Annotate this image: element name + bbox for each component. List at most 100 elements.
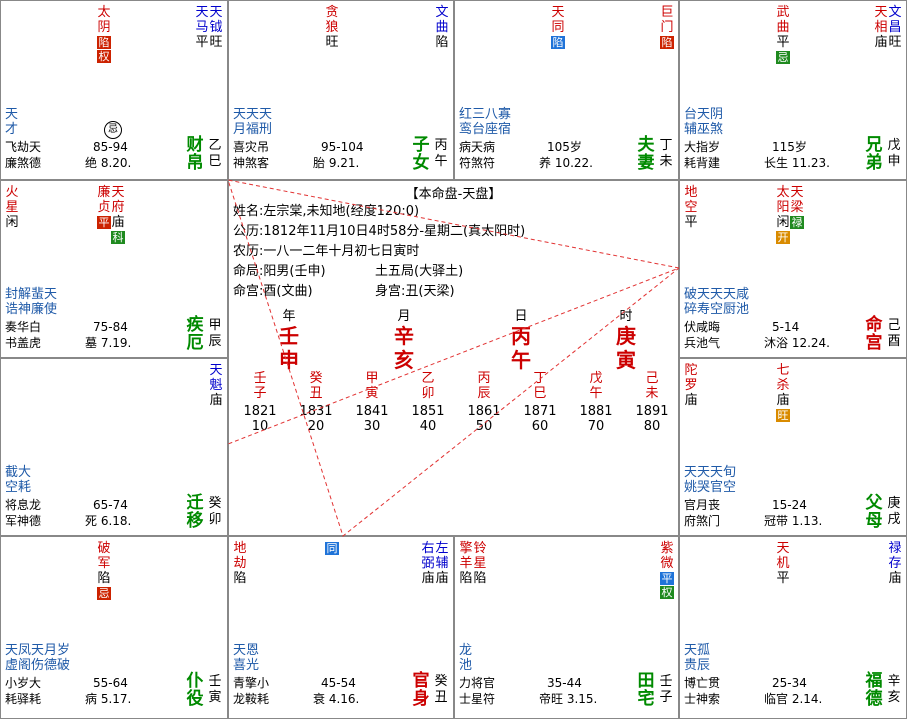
star-mark: 忌 xyxy=(776,51,790,64)
star-name: 太阴 xyxy=(97,5,111,35)
star-brightness: 平 xyxy=(776,35,790,50)
decade-z: 未 xyxy=(645,386,659,401)
star-brightness: 平 xyxy=(684,215,698,230)
star-brightness: 陷 xyxy=(233,571,247,586)
decade-range: 95-104 xyxy=(321,140,364,154)
star-brightness: 庙 xyxy=(111,215,125,230)
star-brightness: 陷 xyxy=(97,571,111,586)
life-stage: 帝旺 3.15. xyxy=(539,692,598,706)
star-mark: 陷 xyxy=(551,36,565,49)
minor-stars: 红三八寡鸾台座宿 xyxy=(459,107,609,137)
palace-stem-branch: 乙巳 xyxy=(208,138,222,169)
star-mark: 平 xyxy=(97,216,111,229)
star-name: 擎羊 xyxy=(459,541,473,571)
info-lunar: 农历:一八一二年十月初七日寅时 xyxy=(233,244,420,259)
star-name: 文昌 xyxy=(888,5,902,35)
star-brightness: 庙 xyxy=(435,571,449,586)
minor-stars: 天恩喜光 xyxy=(233,643,383,673)
life-stage: 绝 8.20. xyxy=(85,156,132,170)
palace-name: 子女 xyxy=(412,135,430,173)
palace-name: 田宅 xyxy=(637,671,655,709)
star-name: 陀罗 xyxy=(684,363,698,393)
pillar-stem: 辛 xyxy=(394,324,414,348)
star-brightness: 平 xyxy=(776,571,790,586)
god-stars: 官月丧 xyxy=(684,498,721,512)
palace-stem-branch: 丁未 xyxy=(659,138,673,169)
pillar-branch: 午 xyxy=(511,348,531,372)
decade-age: 70 xyxy=(587,419,605,434)
palace-stem-branch: 庚戌 xyxy=(887,496,901,527)
star-name: 天相 xyxy=(874,5,888,35)
minor-star-line: 天凤天月岁 xyxy=(5,643,71,658)
god-stars: 博亡贯 xyxy=(684,676,721,690)
star-name: 七杀 xyxy=(776,363,790,393)
star: 同 xyxy=(325,541,339,555)
minor-stars: 破天天天咸碎寿空厨池 xyxy=(684,287,834,317)
life-stage: 沐浴 12.24. xyxy=(764,336,830,350)
star-name: 武曲 xyxy=(776,5,790,35)
star-name: 天府 xyxy=(111,185,125,215)
palace-name: 财帛 xyxy=(186,135,204,173)
decade-z: 丑 xyxy=(309,386,323,401)
life-stage: 临官 2.14. xyxy=(764,692,823,706)
star: 擎羊陷 xyxy=(459,541,473,586)
star: 天梁禄 xyxy=(790,185,804,229)
star-name: 太阳 xyxy=(776,185,790,215)
palace-name: 夫妻 xyxy=(637,135,655,173)
palace-name: 福德 xyxy=(865,671,883,709)
star-name: 天钺 xyxy=(209,5,223,35)
decade-range: 65-74 xyxy=(93,498,128,512)
minor-stars: 天天天旬姚哭官空 xyxy=(684,465,834,495)
god-stars: 耗驿耗 xyxy=(5,692,42,706)
minor-stars: 天孤贵辰 xyxy=(684,643,834,673)
decade-range: 25-34 xyxy=(772,676,807,690)
minor-star-line: 封解蜚天 xyxy=(5,287,58,302)
star-brightness: 平 xyxy=(195,35,209,50)
star-mark: 权 xyxy=(97,50,111,63)
star-mark: 权 xyxy=(660,586,674,599)
decade-g: 壬 xyxy=(253,371,267,386)
star: 天魁庙 xyxy=(209,363,223,408)
decade-year: 1891 xyxy=(635,404,669,419)
star: 天相庙 xyxy=(874,5,888,50)
star-brightness: 陷 xyxy=(459,571,473,586)
god-stars: 神煞客 xyxy=(233,156,270,170)
life-stage: 墓 7.19. xyxy=(85,336,132,350)
decade-g: 甲 xyxy=(365,371,379,386)
star-name: 破军 xyxy=(97,541,111,571)
god-stars: 大指岁 xyxy=(684,140,721,154)
star-name: 巨门 xyxy=(660,5,674,35)
star-name: 禄存 xyxy=(888,541,902,571)
palace-stem-branch: 戊申 xyxy=(887,138,901,169)
decade-z: 卯 xyxy=(421,386,435,401)
minor-star-line: 天 xyxy=(5,107,19,122)
info-shen-gong: 身宫:丑(天梁) xyxy=(375,284,455,299)
god-stars: 青擎小 xyxy=(233,676,270,690)
star-name: 天梁 xyxy=(790,185,804,215)
minor-star-line: 鸾台座宿 xyxy=(459,122,512,137)
decade-g: 癸 xyxy=(309,371,323,386)
star-brightness: 庙 xyxy=(421,571,435,586)
life-stage: 衰 4.16. xyxy=(313,692,360,706)
info-ju-element: 土五局(大驿土) xyxy=(375,264,464,279)
decade-g: 乙 xyxy=(421,371,435,386)
star-brightness: 旺 xyxy=(325,35,339,50)
god-stars: 士神索 xyxy=(684,692,721,706)
life-stage: 病 5.17. xyxy=(85,692,132,706)
decade-year: 1881 xyxy=(579,404,613,419)
star: 巨门陷 xyxy=(660,5,674,49)
